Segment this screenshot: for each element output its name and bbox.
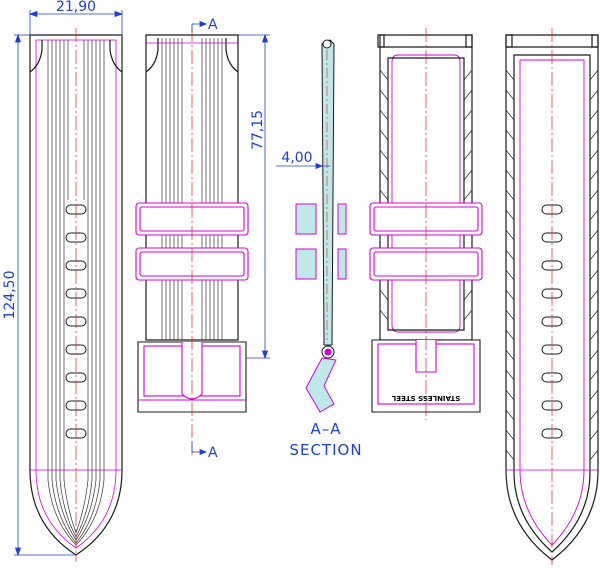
strap-long-back-view <box>505 28 599 565</box>
dimension-width <box>28 10 124 36</box>
strap-short-front-view <box>135 28 249 455</box>
section-title: A–A <box>310 420 341 438</box>
dimension-length <box>14 33 76 557</box>
buckle-stamp: STAINLESS STEEL <box>391 394 460 402</box>
section-marker-top-label: A <box>208 17 218 33</box>
section-marker-top <box>191 20 208 32</box>
dimension-width-label: 21,90 <box>56 0 96 15</box>
dimension-upper-length <box>238 33 270 360</box>
dimension-upper-length-label: 77,15 <box>250 110 266 150</box>
strap-long-front-view <box>29 28 123 562</box>
section-subtitle: SECTION <box>289 441 362 459</box>
section-view <box>295 39 347 413</box>
dimension-thickness <box>276 162 330 170</box>
section-marker-bottom-label: A <box>208 445 218 461</box>
dimension-length-label: 124,50 <box>2 271 18 320</box>
strap-short-back-view <box>369 28 483 420</box>
section-marker-bottom <box>191 442 208 456</box>
dimension-thickness-label: 4,00 <box>281 150 312 166</box>
